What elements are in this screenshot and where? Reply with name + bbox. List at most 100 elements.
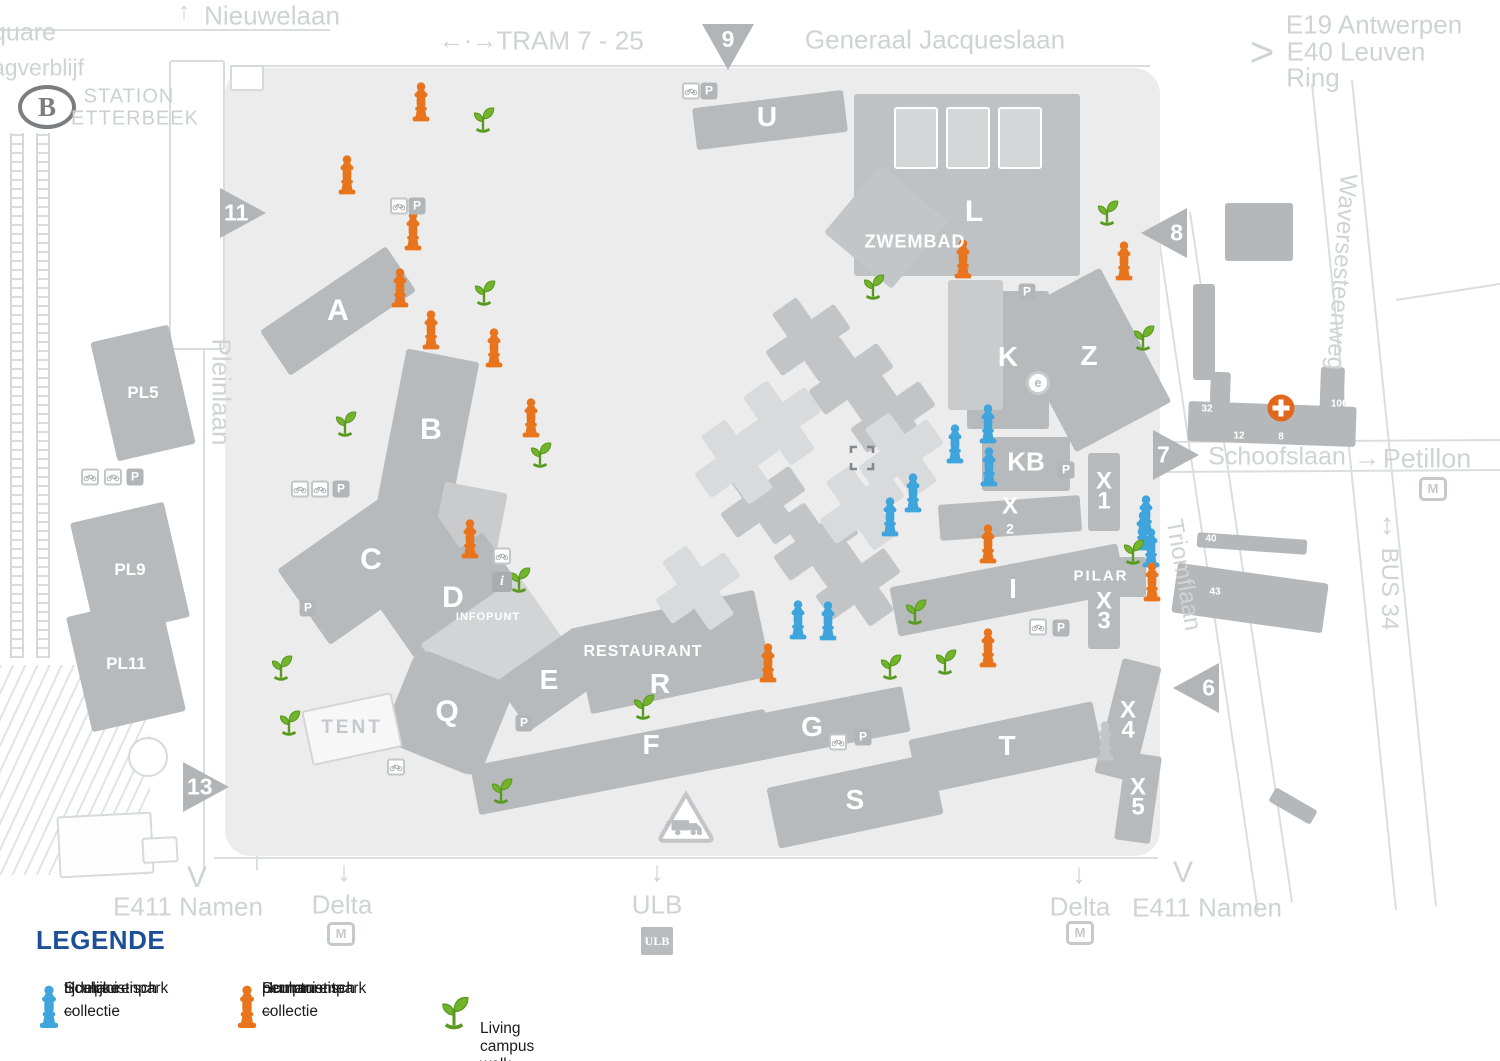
x-label-sub: 1 bbox=[1097, 487, 1111, 514]
sprout-icon bbox=[859, 273, 887, 301]
street-label: Ring bbox=[1286, 62, 1340, 93]
street-label: TRAM 7 - 25 bbox=[496, 25, 644, 56]
street-label: ↑ bbox=[178, 0, 190, 25]
sculpture-blue-icon bbox=[816, 600, 840, 644]
legend-text: Humanistisch bbox=[64, 980, 158, 997]
sprout-icon bbox=[526, 441, 554, 469]
bike-parking-icon bbox=[829, 733, 847, 751]
sports-court bbox=[894, 107, 938, 169]
parking-icon: P bbox=[126, 468, 144, 486]
entrance-triangle bbox=[702, 24, 754, 70]
building-label-PL11: PL11 bbox=[106, 654, 146, 673]
sports-court bbox=[946, 107, 990, 169]
parking-icon: P bbox=[1052, 619, 1070, 637]
building-label-TENT: TENT bbox=[321, 717, 383, 738]
outline-building bbox=[55, 811, 155, 879]
street-label: ULB bbox=[631, 889, 683, 920]
roundabout bbox=[230, 65, 264, 91]
bike-parking-icon bbox=[291, 480, 309, 498]
house-number: 12 bbox=[1233, 430, 1245, 442]
entrance-number: 7 bbox=[1157, 441, 1170, 468]
street-label: ETTERBEEK bbox=[71, 107, 199, 130]
x-label-main: X bbox=[1119, 696, 1137, 724]
house-number: 43 bbox=[1209, 586, 1221, 598]
street-label: ↕ bbox=[1379, 508, 1395, 541]
sprout-icon bbox=[267, 654, 295, 682]
railway-track bbox=[10, 132, 24, 658]
street-label: Delta bbox=[1049, 891, 1111, 922]
street-label: Delta bbox=[311, 889, 373, 920]
x-label-sub: 3 bbox=[1097, 607, 1111, 634]
building-label-F: F bbox=[642, 729, 660, 760]
street-label: ↓ bbox=[337, 856, 351, 887]
street-label: ↓ bbox=[650, 856, 664, 887]
parking-icon: P bbox=[700, 82, 718, 100]
sprout-icon bbox=[1119, 538, 1147, 566]
truck-warning-sign bbox=[657, 789, 715, 843]
building-label-ZWEMBAD: ZWEMBAD bbox=[864, 231, 966, 252]
sprout-icon bbox=[469, 106, 497, 134]
street-label: BUS 34 bbox=[1376, 547, 1403, 631]
parking-icon: P bbox=[515, 714, 533, 732]
bike-parking-icon bbox=[311, 480, 329, 498]
street-label: E19 Antwerpen bbox=[1285, 9, 1463, 40]
house-number: 40 bbox=[1205, 533, 1217, 545]
legend-title: LEGENDE bbox=[36, 925, 166, 955]
sculpture-blue-icon bbox=[976, 403, 1000, 447]
legend-text: tijdelijke collectie bbox=[64, 980, 120, 1020]
x-label-sub: 2 bbox=[1006, 520, 1014, 536]
sculpture-orange-icon bbox=[976, 523, 1000, 567]
building-X3 bbox=[1088, 575, 1120, 649]
building-label-K: K bbox=[997, 341, 1019, 372]
entrance-triangle bbox=[183, 762, 229, 812]
sprout-icon bbox=[1129, 324, 1157, 352]
sprout-icon bbox=[331, 410, 359, 438]
bike-parking-icon bbox=[1029, 618, 1047, 636]
x-label-sub: 5 bbox=[1131, 793, 1145, 820]
roundabout bbox=[128, 737, 168, 777]
station-building bbox=[169, 60, 225, 350]
sculpture-orange-icon bbox=[388, 267, 412, 311]
x-label-main: X bbox=[1129, 773, 1147, 801]
building-label-PL5: PL5 bbox=[127, 383, 159, 402]
entrance-number: 13 bbox=[187, 773, 213, 800]
sculpture-blue-icon bbox=[786, 599, 810, 643]
building-label-S: S bbox=[845, 784, 865, 815]
building-label-U: U bbox=[756, 101, 778, 132]
x-label-main: X bbox=[1095, 467, 1113, 495]
entrance-triangle bbox=[220, 188, 266, 238]
street-label: V bbox=[186, 861, 208, 894]
building-label-KB: KB bbox=[1007, 446, 1045, 477]
outer-building bbox=[1209, 371, 1231, 425]
building-label-PL9: PL9 bbox=[114, 560, 146, 579]
building-label-Z: Z bbox=[1080, 340, 1098, 371]
sculpture-orange-icon bbox=[1140, 561, 1164, 605]
building-X1 bbox=[1088, 453, 1120, 531]
sculpture-orange-icon bbox=[756, 642, 780, 686]
sculpture-blue-icon bbox=[901, 472, 925, 516]
x-label-main: X bbox=[1095, 587, 1113, 615]
building-label-A: A bbox=[327, 294, 349, 327]
metro-icon: M bbox=[1419, 477, 1447, 501]
building-label-R: R bbox=[649, 668, 671, 699]
street-label: V bbox=[1172, 856, 1194, 889]
entrance-marker-7: 7 bbox=[1153, 430, 1199, 480]
sprout-icon bbox=[876, 653, 904, 681]
house-number: 1065 bbox=[1330, 398, 1354, 410]
parking-icon: P bbox=[1057, 461, 1075, 479]
entrance-number: 11 bbox=[224, 199, 249, 226]
x-label-main: X bbox=[1001, 492, 1019, 520]
street-label: ←·→ bbox=[438, 26, 498, 55]
charging-icon: e bbox=[1026, 371, 1050, 395]
sprout-icon bbox=[931, 648, 959, 676]
bike-parking-icon bbox=[104, 468, 122, 486]
building-label-PILAR: PILAR bbox=[1073, 567, 1129, 585]
sculpture-orange-icon bbox=[335, 154, 359, 198]
entrance-marker-9: 9 bbox=[702, 24, 754, 70]
entrance-number: 8 bbox=[1170, 219, 1183, 246]
street-label: Pleinlaan bbox=[206, 338, 237, 446]
street-label: > bbox=[1249, 28, 1275, 75]
